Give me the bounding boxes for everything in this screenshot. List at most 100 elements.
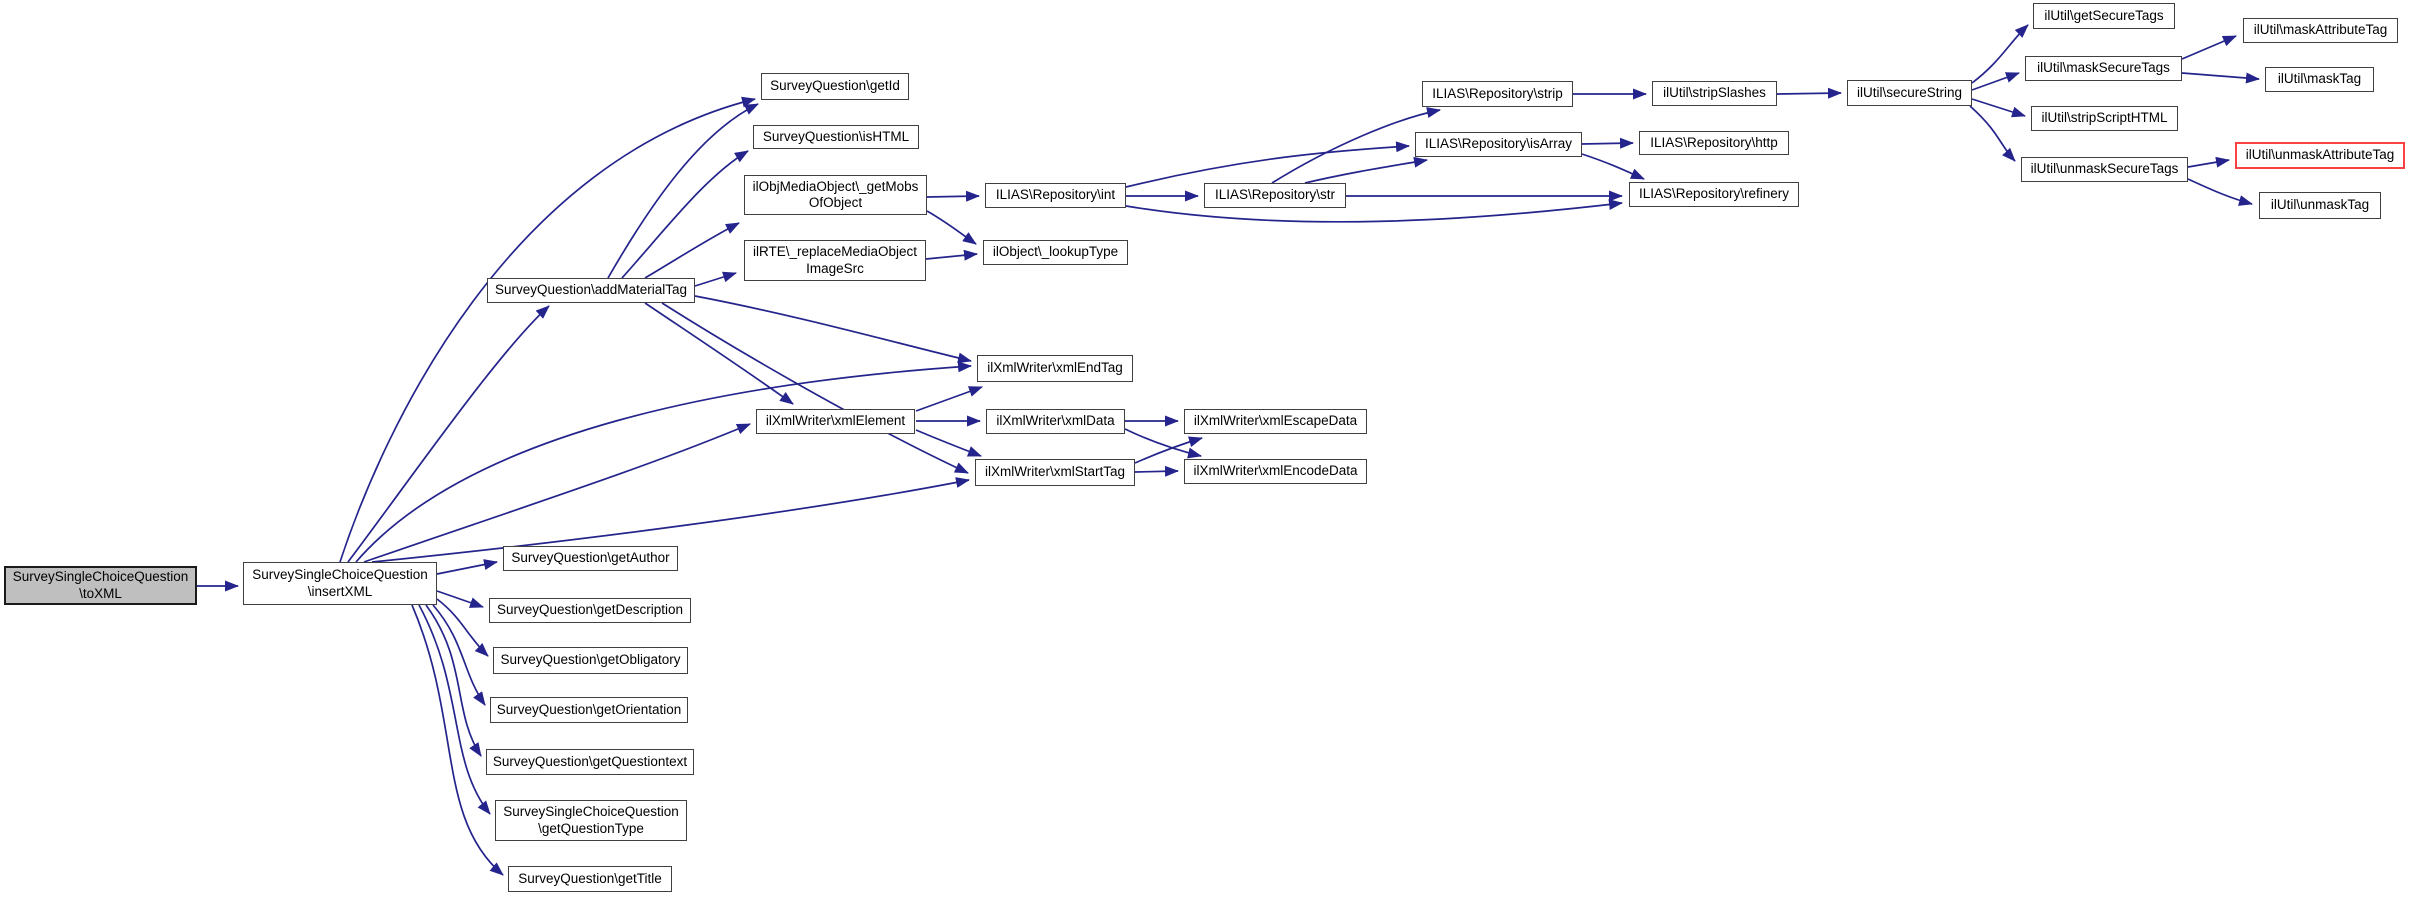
call-edge-addmaterialtag-to-getid bbox=[607, 103, 759, 279]
node-label: SurveyQuestion\getOrientation bbox=[496, 701, 682, 717]
node-label: SurveySingleChoiceQuestion bbox=[252, 567, 428, 582]
node-label: SurveyQuestion\getDescription bbox=[496, 602, 684, 618]
call-edge-xmlstarttag-to-xmlencodedata bbox=[1134, 465, 1179, 477]
graph-node-xmldata[interactable]: ilXmlWriter\xmlData bbox=[986, 409, 1125, 434]
node-label: ILIAS\Repository\int bbox=[995, 187, 1116, 203]
call-edge-repo-isarray-to-repo-http bbox=[1581, 137, 1634, 149]
graph-node-lookuptype[interactable]: ilObject\_lookupType bbox=[983, 240, 1128, 265]
graph-node-unmaskattributetag[interactable]: ilUtil\unmaskAttributeTag bbox=[2235, 142, 2405, 169]
call-edge-unmasksecuretags-to-unmaskattributetag bbox=[2187, 156, 2230, 168]
node-label: ilUtil\unmaskAttributeTag bbox=[2245, 147, 2395, 163]
node-label: ilUtil\secureString bbox=[1856, 84, 1963, 100]
graph-node-xmlescapedata[interactable]: ilXmlWriter\xmlEscapeData bbox=[1184, 409, 1367, 434]
graph-node-getquestiontext[interactable]: SurveyQuestion\getQuestiontext bbox=[486, 749, 694, 775]
call-edge-addmaterialtag-to-xmlendtag bbox=[694, 295, 972, 364]
call-edge-securestring-to-unmasksecuretags bbox=[1969, 105, 2016, 162]
call-edge-xmlelement-to-xmlstarttag bbox=[915, 429, 982, 457]
call-edge-insertxml-to-xmlstarttag bbox=[371, 477, 970, 563]
node-label: \getQuestionType bbox=[538, 820, 644, 836]
node-label: \toXML bbox=[79, 585, 122, 601]
node-label: ilXmlWriter\xmlData bbox=[996, 413, 1115, 429]
graph-node-masksecuretags[interactable]: ilUtil\maskSecureTags bbox=[2025, 56, 2182, 81]
call-edge-repo-str-to-repo-isarray bbox=[1304, 156, 1428, 184]
graph-node-insertxml[interactable]: SurveySingleChoiceQuestion\insertXML bbox=[243, 562, 437, 605]
node-label: SurveyQuestion\getAuthor bbox=[511, 550, 670, 566]
graph-node-getauthor[interactable]: SurveyQuestion\getAuthor bbox=[503, 546, 678, 571]
node-label: ilUtil\getSecureTags bbox=[2044, 7, 2164, 23]
node-label: ilUtil\maskAttributeTag bbox=[2253, 22, 2388, 38]
call-edge-insertxml-to-gettitle bbox=[411, 604, 504, 876]
call-edge-xmlstarttag-to-xmlescapedata bbox=[1134, 436, 1203, 464]
graph-node-maskattributetag[interactable]: ilUtil\maskAttributeTag bbox=[2243, 18, 2398, 43]
node-label: ILIAS\Repository\str bbox=[1214, 187, 1336, 203]
node-label: ilRTE\_replaceMediaObject bbox=[752, 244, 918, 259]
graph-node-unmasktag[interactable]: ilUtil\unmaskTag bbox=[2259, 192, 2381, 219]
node-label: OfObject bbox=[808, 195, 863, 210]
graph-node-repo-strip[interactable]: ILIAS\Repository\strip bbox=[1422, 81, 1573, 107]
call-edge-insertxml-to-addmaterialtag bbox=[347, 305, 550, 563]
call-edge-addmaterialtag-to-xmlstarttag bbox=[661, 302, 969, 474]
call-edge-insertxml-to-getdescription bbox=[436, 590, 484, 608]
node-label: ilXmlWriter\xmlElement bbox=[765, 413, 906, 429]
graph-node-getsecuretags[interactable]: ilUtil\getSecureTags bbox=[2033, 3, 2175, 29]
call-edge-xmlelement-to-xmlendtag bbox=[915, 386, 983, 412]
call-edge-insertxml-to-xmlendtag bbox=[355, 361, 972, 563]
graph-node-getquestiontype[interactable]: SurveySingleChoiceQuestion\getQuestionTy… bbox=[495, 800, 687, 841]
graph-node-xmlencodedata[interactable]: ilXmlWriter\xmlEncodeData bbox=[1184, 459, 1367, 484]
graph-node-securestring[interactable]: ilUtil\secureString bbox=[1847, 80, 1972, 106]
graph-node-stripscripthtml[interactable]: ilUtil\stripScriptHTML bbox=[2031, 106, 2178, 131]
graph-node-getid[interactable]: SurveyQuestion\getId bbox=[761, 73, 909, 100]
node-label: SurveyQuestion\getQuestiontext bbox=[492, 753, 688, 769]
call-edge-xmldata-to-xmlencodedata bbox=[1124, 428, 1202, 459]
graph-node-getorientation[interactable]: SurveyQuestion\getOrientation bbox=[490, 697, 688, 723]
call-edge-masksecuretags-to-maskattributetag bbox=[2181, 35, 2237, 60]
graph-node-getobligatory[interactable]: SurveyQuestion\getObligatory bbox=[493, 647, 688, 674]
node-label: SurveyQuestion\isHTML bbox=[762, 128, 910, 144]
call-edge-insertxml-to-getid bbox=[339, 96, 756, 563]
node-label: ilUtil\maskSecureTags bbox=[2037, 60, 2170, 76]
call-edge-insertxml-to-getorientation bbox=[432, 604, 486, 706]
node-label: ilObjMediaObject\_getMobs bbox=[752, 178, 919, 194]
node-label: ilXmlWriter\xmlEncodeData bbox=[1193, 463, 1358, 479]
call-edge-imagesrc-to-lookuptype bbox=[925, 249, 978, 261]
graph-node-xmlelement[interactable]: ilXmlWriter\xmlElement bbox=[756, 409, 915, 434]
call-edge-securestring-to-getsecuretags bbox=[1971, 24, 2029, 84]
graph-node-gettitle[interactable]: SurveyQuestion\getTitle bbox=[508, 866, 672, 892]
call-edge-getmobs-to-lookuptype bbox=[926, 210, 977, 245]
graph-node-unmasksecuretags[interactable]: ilUtil\unmaskSecureTags bbox=[2021, 157, 2188, 182]
node-label: SurveyQuestion\getObligatory bbox=[500, 652, 681, 668]
call-edge-securestring-to-masksecuretags bbox=[1971, 72, 2020, 91]
graph-node-repo-int[interactable]: ILIAS\Repository\int bbox=[985, 183, 1126, 208]
node-label: SurveySingleChoiceQuestion bbox=[503, 804, 679, 819]
call-edge-repo-int-to-repo-refinery bbox=[1125, 199, 1623, 223]
graph-node-toxml[interactable]: SurveySingleChoiceQuestion\toXML bbox=[4, 566, 197, 605]
graph-node-repo-http[interactable]: ILIAS\Repository\http bbox=[1639, 131, 1789, 155]
graph-node-repo-isarray[interactable]: ILIAS\Repository\isArray bbox=[1415, 132, 1582, 157]
graph-node-xmlendtag[interactable]: ilXmlWriter\xmlEndTag bbox=[977, 355, 1133, 382]
node-label: ilXmlWriter\xmlEndTag bbox=[987, 360, 1123, 376]
graph-node-xmlstarttag[interactable]: ilXmlWriter\xmlStartTag bbox=[975, 459, 1135, 486]
call-edge-addmaterialtag-to-xmlelement bbox=[644, 302, 794, 405]
node-label: SurveyQuestion\addMaterialTag bbox=[494, 282, 688, 298]
node-label: ILIAS\Repository\isArray bbox=[1424, 136, 1573, 152]
graph-node-repo-refinery[interactable]: ILIAS\Repository\refinery bbox=[1629, 182, 1799, 207]
call-edge-insertxml-to-getauthor bbox=[436, 559, 498, 575]
graph-node-ishtml[interactable]: SurveyQuestion\isHTML bbox=[753, 125, 919, 149]
graph-node-stripslashes[interactable]: ilUtil\stripSlashes bbox=[1652, 81, 1777, 106]
graph-node-repo-str[interactable]: ILIAS\Repository\str bbox=[1204, 183, 1346, 208]
node-label: ilXmlWriter\xmlEscapeData bbox=[1193, 413, 1358, 429]
graph-node-masktag[interactable]: ilUtil\maskTag bbox=[2265, 67, 2374, 92]
graph-node-addmaterialtag[interactable]: SurveyQuestion\addMaterialTag bbox=[487, 278, 695, 303]
call-edge-repo-int-to-repo-isarray bbox=[1125, 141, 1410, 188]
node-label: SurveyQuestion\getTitle bbox=[518, 870, 662, 886]
node-label: ILIAS\Repository\http bbox=[1650, 134, 1778, 150]
node-label: ImageSrc bbox=[806, 260, 864, 276]
call-edge-addmaterialtag-to-ishtml bbox=[621, 150, 749, 279]
node-label: ilUtil\unmaskSecureTags bbox=[2030, 161, 2179, 177]
node-label: ILIAS\Repository\strip bbox=[1432, 85, 1563, 101]
graph-node-getdescription[interactable]: SurveyQuestion\getDescription bbox=[489, 598, 691, 623]
